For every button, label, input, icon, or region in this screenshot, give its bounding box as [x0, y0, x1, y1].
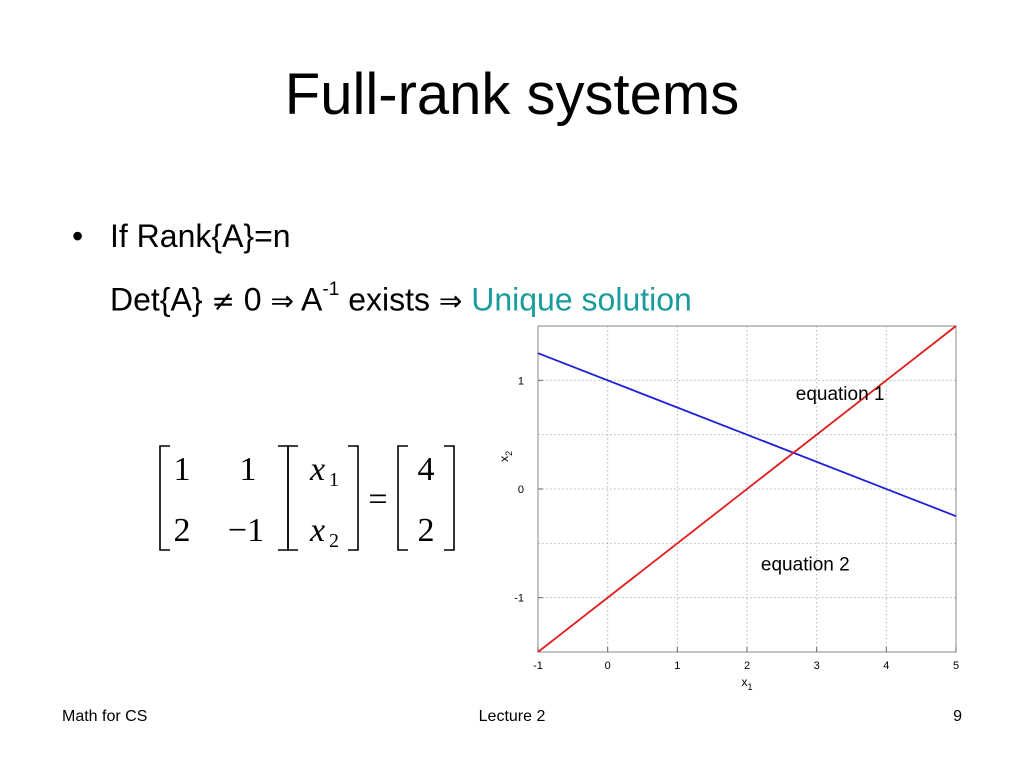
- solution-chart: -1 0 1 2 3 4 5 -1 0 1 equation 1 equation 2 x1 x2: [497, 325, 959, 692]
- inverse-a-text: A: [301, 281, 323, 318]
- matrix-a-right-bracket: [278, 445, 289, 551]
- x-tick-label: 2: [744, 660, 750, 672]
- exists-text: exists: [348, 281, 430, 318]
- not-equal-symbol: ≠: [211, 284, 235, 318]
- zero-text: 0: [243, 281, 262, 318]
- unique-solution-text: Unique solution: [471, 281, 692, 318]
- bullet-text: If Rank{A}=n: [110, 218, 291, 254]
- x-tick-label: 3: [814, 660, 820, 672]
- vector-x-sub: 2: [329, 530, 339, 552]
- x-tick-label: 1: [674, 660, 680, 672]
- vector-x-sub: 1: [329, 469, 339, 491]
- det-text: Det{A}: [110, 281, 203, 318]
- x-tick-label: 4: [883, 660, 889, 672]
- vector-b-left-bracket: [397, 445, 408, 551]
- vector-b-cell: 4: [418, 451, 435, 488]
- matrix-a-cell: 1: [240, 451, 257, 488]
- footer-page-number: 9: [953, 708, 962, 725]
- series-annotations: equation 1 equation 2: [761, 384, 885, 576]
- matrix-a-cell: −1: [228, 512, 264, 549]
- vector-x-var: x: [309, 451, 325, 488]
- y-tick-label: 1: [518, 375, 524, 387]
- matrix-a-cell: 2: [174, 512, 191, 549]
- x-tick-label: -1: [533, 660, 543, 672]
- vector-b-right-bracket: [444, 445, 455, 551]
- matrix-equation: 1 1 2 −1 x 1 x 2 = 4 2: [159, 445, 455, 552]
- series-annotation: equation 1: [796, 384, 885, 405]
- series-line: [537, 352, 957, 518]
- vector-b-cell: 2: [418, 512, 435, 549]
- vector-x-var: x: [309, 512, 325, 549]
- bullet-marker: •: [72, 218, 84, 254]
- y-tick-label: 0: [518, 484, 524, 496]
- y-axis-label: x2: [497, 451, 514, 462]
- inverse-exponent: -1: [322, 279, 340, 300]
- vector-x-right-bracket: [348, 445, 359, 551]
- slide-title: Full-rank systems: [284, 62, 740, 127]
- series-annotation: equation 2: [761, 555, 850, 576]
- matrix-a-left-bracket: [159, 445, 170, 551]
- footer-course: Math for CS: [62, 708, 148, 725]
- series-lines: [537, 325, 957, 653]
- x-tick-label: 5: [953, 660, 959, 672]
- x-axis-label: x1: [741, 675, 752, 692]
- series-line: [537, 325, 957, 653]
- y-tick-label: -1: [514, 593, 524, 605]
- implication-line: Det{A} ≠ 0 ⇒ A-1 exists ⇒ Unique solutio…: [110, 274, 692, 322]
- bullet-item: • If Rank{A}=n: [72, 216, 291, 256]
- matrix-a-cell: 1: [174, 451, 191, 488]
- vector-x-left-bracket: [287, 445, 298, 551]
- implies-symbol-2: ⇒: [438, 284, 463, 318]
- tick-labels: -1 0 1 2 3 4 5 -1 0 1: [514, 375, 959, 672]
- implies-symbol: ⇒: [270, 284, 294, 318]
- equals-sign: =: [368, 481, 387, 518]
- footer-lecture: Lecture 2: [478, 708, 546, 725]
- x-tick-label: 0: [605, 660, 611, 672]
